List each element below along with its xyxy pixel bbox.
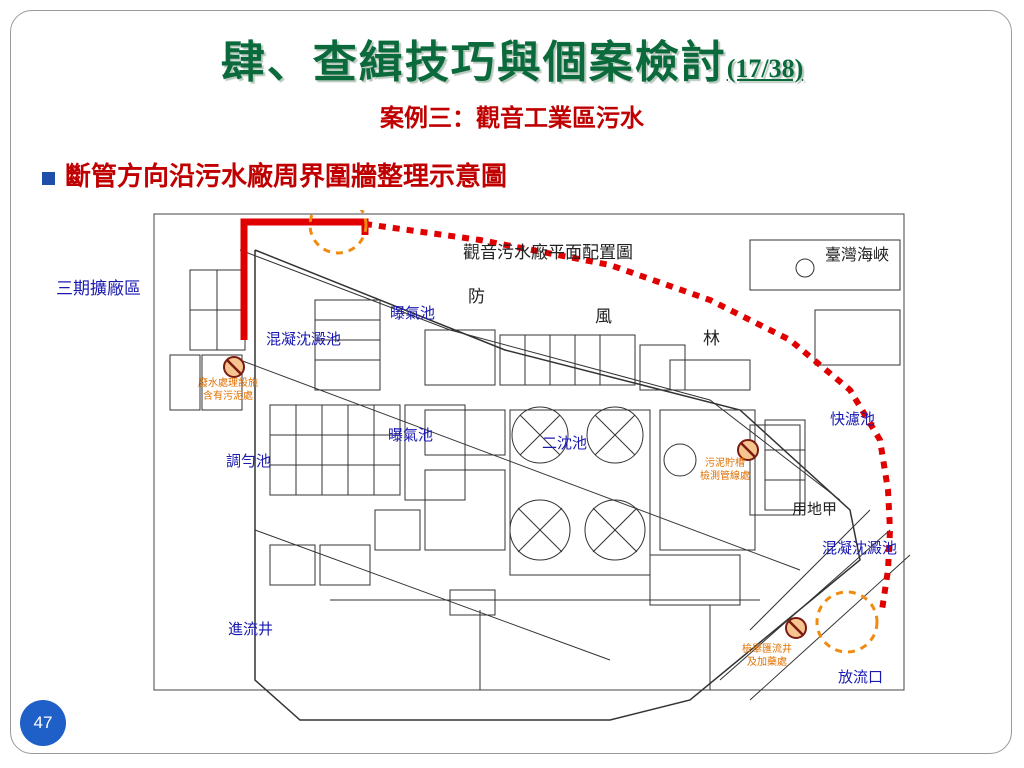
label-concrete-sed-left: 混凝沈澱池 [266,330,342,348]
bullet-square-icon [42,171,55,185]
bullet-text: 斷管方向沿污水廠周界圍牆整理示意圖 [65,162,508,192]
windbreak-char-3: 林 [703,329,720,349]
orange-highlight-outfall [815,590,879,654]
note-bottom: 檢舉匯流井 及加藥處 [742,643,792,669]
slide-frame [10,10,1012,754]
page-number-badge: 47 [20,700,66,746]
no-entry-icon-bottom [785,617,807,639]
windbreak-char-1: 防 [468,287,485,307]
label-aeration-top: 曝氣池 [390,304,436,322]
red-dotted-pipe [364,221,894,611]
sea-box [749,239,901,291]
slide-subtitle: 案例三：觀音工業區污水 [380,103,644,132]
note-bottom-line1: 檢舉匯流井 [742,644,792,655]
no-entry-icon-middle [737,439,759,461]
title-text: 肆、查緝技巧與個案檢討 [220,37,727,88]
plan-title: 觀音污水廠平面配置圖 [463,242,633,263]
equalization-grid [269,404,466,501]
red-solid-pipe [240,218,369,340]
note-left: 廢水處理設施 含有污泥處 [198,377,258,403]
note-middle: 污泥貯槽 檢測管線處 [700,457,750,483]
note-left-line1: 廢水處理設施 [198,378,258,389]
label-inlet-well: 進流井 [228,620,274,638]
label-outfall: 放流口 [838,668,884,686]
drawing-border [153,213,905,691]
lower-buildings [269,509,741,616]
central-basins [424,406,806,576]
sea-label: 臺灣海峽 [825,245,889,264]
note-middle-line2: 檢測管線處 [700,471,750,482]
label-phase3: 三期擴廠區 [56,279,141,299]
north-arrow-icon [795,258,815,278]
label-fast-filter: 快濾池 [830,410,876,428]
title-page-count: (17/38) [726,54,804,83]
legend-box [814,309,901,366]
site-boundary [254,249,861,721]
windbreak-char-2: 風 [595,307,612,327]
label-aeration-mid: 曝氣池 [388,426,434,444]
pipe-lines [239,359,911,701]
upper-buildings [314,299,751,391]
land-label: 用地甲 [792,500,837,518]
no-entry-icon-left [223,356,245,378]
note-left-line2: 含有污泥處 [203,391,253,402]
label-concrete-sed-right: 混凝沈澱池 [822,539,898,557]
plant-layout-drawing: 觀音污水廠平面配置圖 臺灣海峽 防 風 林 用地甲 [153,210,911,721]
orange-highlight-top [308,210,368,255]
bullet-item: 斷管方向沿污水廠周界圍牆整理示意圖 [42,156,507,193]
left-lots [169,269,246,411]
right-building [749,424,801,516]
label-equalization: 調勻池 [226,452,272,470]
slide-title: 肆、查緝技巧與個案檢討(17/38) [0,26,1024,90]
note-bottom-line2: 及加藥處 [747,657,787,668]
label-secondary-sed: 二沈池 [542,434,588,452]
note-middle-line1: 污泥貯槽 [705,458,745,469]
